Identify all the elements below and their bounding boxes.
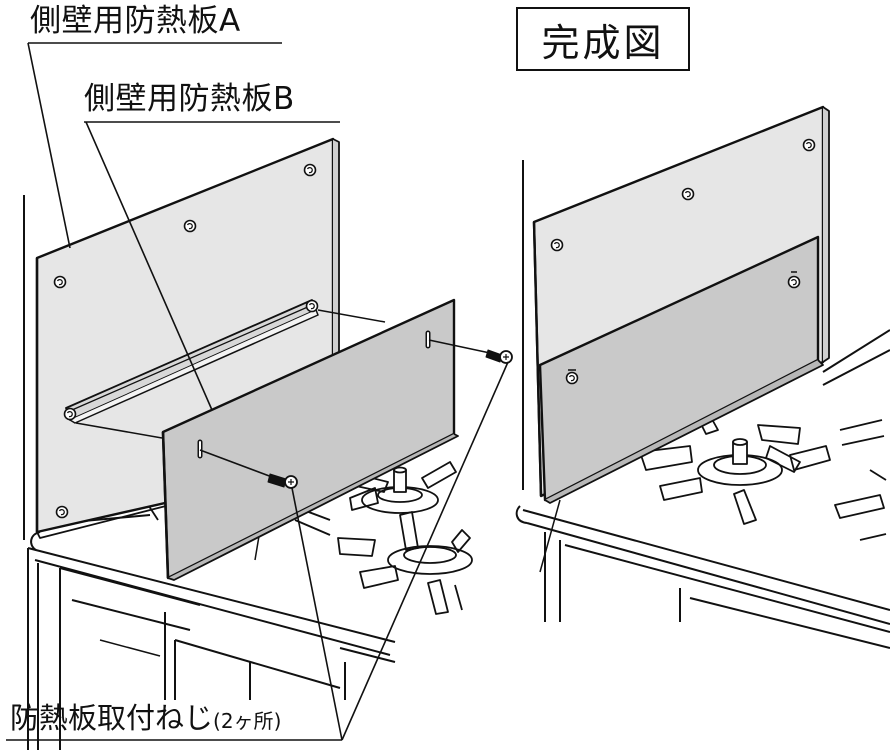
stove-body-left	[27, 504, 396, 750]
panel-a-label: 側壁用防熱板A	[30, 3, 241, 39]
screw-hole-icon	[550, 238, 564, 252]
completed-view-title: 完成図	[541, 20, 665, 65]
screw-count-label: 2ヶ所	[220, 709, 274, 733]
screw-hole-icon	[303, 163, 317, 177]
screw-icon	[485, 349, 513, 364]
screw-hole-icon	[55, 505, 69, 519]
completed-view-title-box: 完成図	[516, 7, 690, 71]
screw-hole-icon	[681, 187, 695, 201]
screw-hole-icon	[565, 371, 579, 385]
screw-icon	[267, 473, 298, 489]
screw-hole-icon	[53, 275, 67, 289]
screw-label-paren-open: (	[213, 709, 221, 733]
burners-right	[639, 411, 887, 541]
screw-label: 防熱板取付ねじ(2ヶ所)	[10, 704, 281, 733]
mounting-rail-left	[63, 299, 319, 424]
screw-label-paren-close: )	[273, 709, 282, 733]
right-illustration	[515, 105, 890, 649]
screw-hole-icon	[787, 275, 801, 289]
screw-hole-icon	[183, 219, 197, 233]
screw-label-main: 防熱板取付ねじ	[10, 701, 214, 735]
left-illustration	[23, 137, 513, 750]
panel-b-label: 側壁用防熱板B	[84, 81, 295, 117]
screw-hole-icon	[802, 138, 816, 152]
leader-lines	[6, 42, 509, 741]
